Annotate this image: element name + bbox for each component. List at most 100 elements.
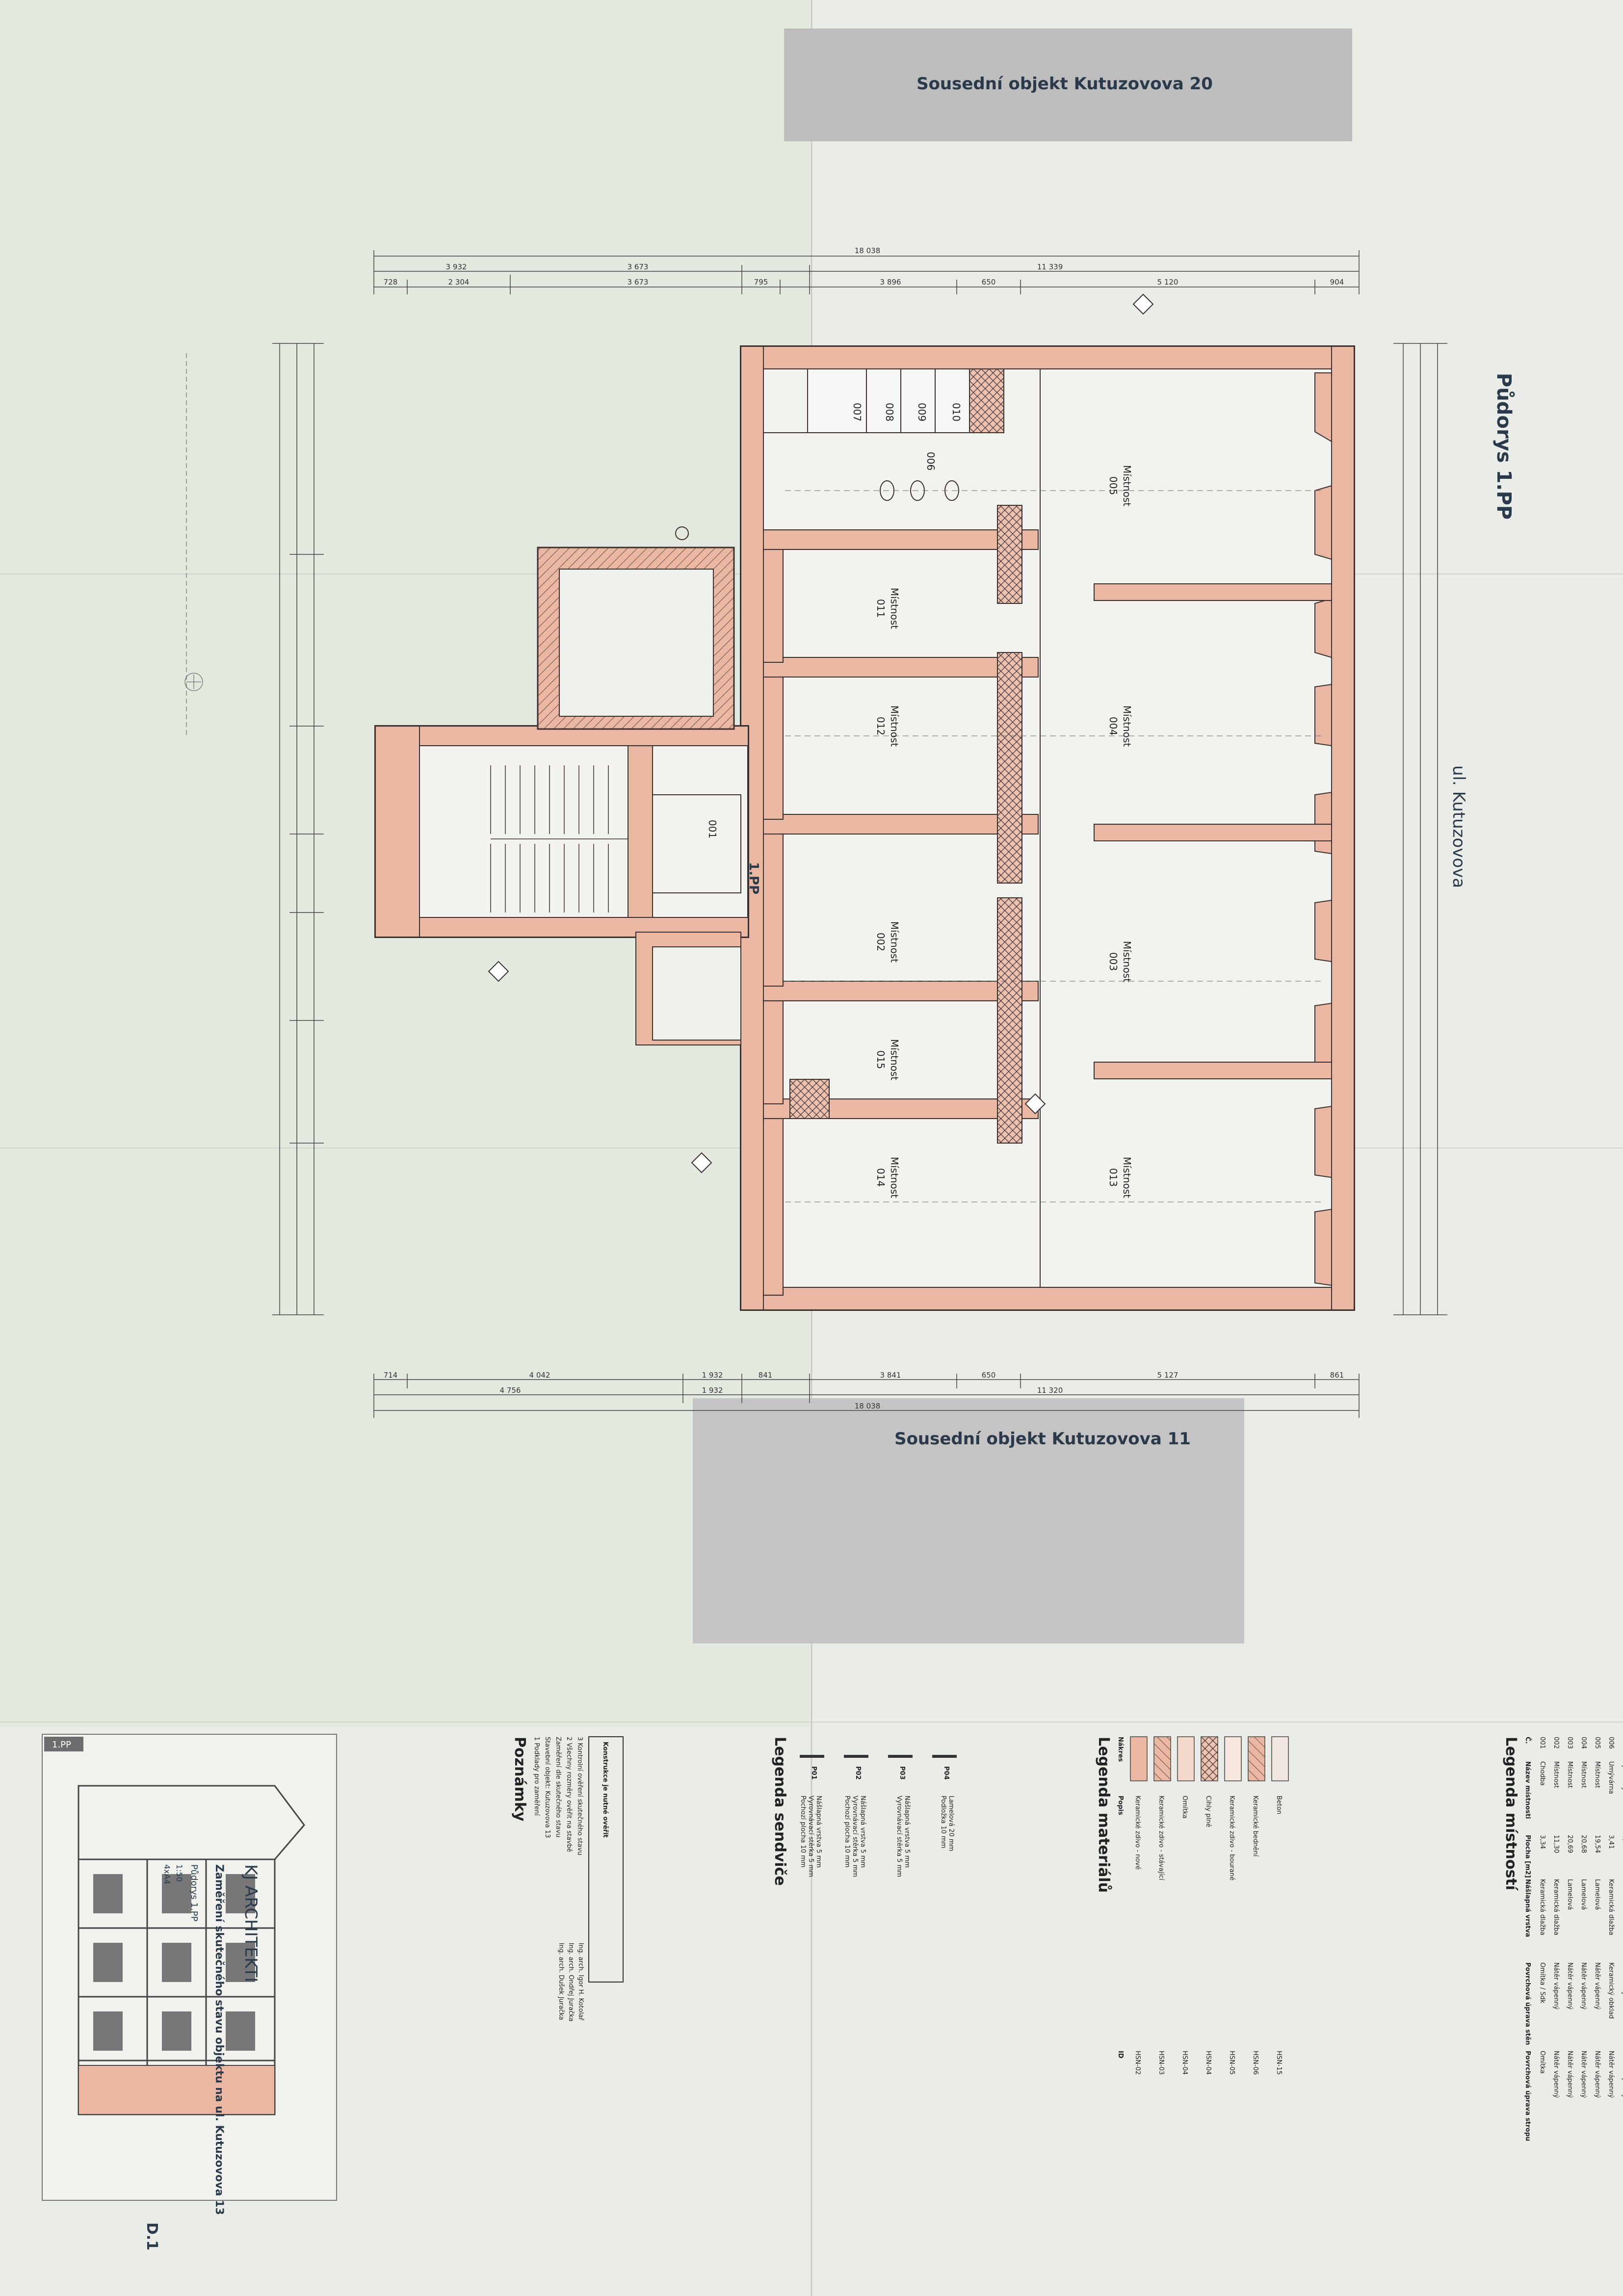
column-hatched (789, 1079, 830, 1119)
bottom-part-dim-6: 650 (982, 1371, 996, 1380)
wall-right (1331, 346, 1355, 1310)
note-line: Stavební objekt: Kutuzovova 13 (544, 1737, 551, 1838)
room-legend-cell: Keramická dlažba (1621, 1879, 1623, 1935)
sandwich-line: Nášlapná vrstva 5 mm (815, 1796, 822, 1868)
room-legend-cell: 3,41 (1607, 1835, 1615, 1849)
sandwich-code: P02 (854, 1766, 862, 1780)
room-003-id: 003 (1107, 952, 1119, 971)
room-legend-header: Plocha [m2] (1524, 1835, 1531, 1878)
room-003-name: Místnost (1121, 941, 1133, 982)
room-legend-cell: 003 (1566, 1737, 1573, 1749)
room-legend-cell: Lamelová (1580, 1879, 1587, 1910)
room-legend-cell: Keramický obklad (1607, 1962, 1615, 2019)
right-dimension-chain (1393, 343, 1447, 1315)
legend-rooms-title: Legenda místností (1502, 1737, 1519, 1891)
material-swatch (1130, 1736, 1148, 1781)
title-block-details: KJ ARCHITEKTI Zaměření skutečného stavu … (162, 1864, 261, 2215)
room-legend-cell: Omítka / Sdk (1539, 1962, 1546, 2004)
bottom-part-dim-8: 861 (1330, 1371, 1344, 1380)
top-sub-dim-3: 11 339 (1037, 262, 1063, 271)
room-legend-cell: 11,30 (1552, 1835, 1560, 1853)
material-swatch (1153, 1736, 1171, 1781)
room-legend-cell: Nátěr vápenný (1594, 2051, 1601, 2098)
room-legend-cell: 0,87 (1621, 1835, 1623, 1849)
room-008-id: 008 (884, 403, 895, 421)
room-009-id: 009 (916, 403, 928, 421)
neighbor-bottom-label: Sousední objekt Kutuzovova 11 (894, 1429, 1191, 1449)
neighbor-banner-top (784, 28, 1352, 141)
section-marker (488, 293, 1154, 1174)
room-legend-cell: Místnost (1566, 1761, 1573, 1788)
room-legend-cell: 005 (1594, 1737, 1601, 1749)
top-sub-dim-1: 3 932 (446, 262, 467, 271)
material-desc: Beton (1275, 1796, 1283, 1814)
room-011-id: 011 (875, 599, 887, 618)
room-legend-cell: Sprchový kout (1621, 1761, 1623, 1807)
drawing-scale: 1:50 (175, 1864, 184, 1882)
bottom-dimension-chain (373, 1374, 1360, 1418)
street-label: ul. Kutuzovova (1449, 765, 1468, 888)
room-legend-header: Povrchová úprava stěn (1524, 1962, 1531, 2045)
top-part-dim-6: 650 (982, 278, 996, 287)
stair-treads (490, 765, 628, 913)
legend-sandwich-title: Legenda sendviče (771, 1737, 788, 1886)
person-1: Ing. arch. Igor H. Kotolař (577, 1943, 584, 2021)
legend-rooms: Legenda místností Č.Název místnostiPloch… (1502, 1737, 1623, 2141)
bottom-part-dim-3: 1 932 (702, 1371, 723, 1380)
material-id: HSN-04 (1181, 2051, 1188, 2075)
room-legend-cell: Lamelová (1566, 1879, 1573, 1910)
room-legend-cell: Nátěr vápenný (1552, 1962, 1560, 2010)
neighbor-top-label: Sousední objekt Kutuzovova 20 (916, 74, 1213, 94)
drain-icon (675, 526, 689, 540)
room-004-id: 004 (1107, 717, 1119, 735)
room-legend-cell: Umývárna (1607, 1761, 1615, 1794)
corridor (652, 794, 741, 893)
room-legend-cell: Nátěr vápenný (1580, 2051, 1587, 2098)
notes-boxed-text: Konstrukce je nutné ověřit (602, 1742, 609, 1838)
room-legend-cell: Chodba (1539, 1761, 1546, 1786)
room-legend-cell: Keramická dlažba (1539, 1879, 1546, 1935)
room-006-id: 006 (925, 452, 937, 470)
stair-core-wall-left (375, 726, 420, 938)
thumbnail-floor-label: 1.PP (52, 1740, 71, 1750)
room-014-id: 014 (875, 1168, 887, 1187)
bottom-part-dim-1: 714 (384, 1371, 398, 1380)
material-swatch (1248, 1736, 1265, 1781)
room-legend-cell: Místnost (1594, 1761, 1601, 1788)
bottom-sub-dim-3: 11 320 (1037, 1386, 1063, 1395)
material-swatch (1201, 1736, 1218, 1781)
material-desc: Keramické zdivo - stávající (1157, 1796, 1165, 1880)
room-legend-cell: Nátěr vápenný (1594, 1962, 1601, 2010)
bottom-total-dim: 18 038 (855, 1402, 881, 1410)
sandwich-line: Pochozí plocha 10 mm (843, 1796, 851, 1868)
material-legend-header: Nákres (1117, 1737, 1124, 1762)
room-legend-header: Název místnosti (1524, 1761, 1531, 1819)
room-legend-cell: Místnost (1552, 1761, 1560, 1788)
room-013-name: Místnost (1121, 1157, 1133, 1198)
sheet-number: D.1 (143, 2222, 160, 2250)
notes-box (588, 1736, 624, 1983)
room-legend-header: Povrchová úprava stropu (1524, 2051, 1531, 2141)
wall-bottom (740, 1287, 1355, 1310)
material-id: HSN-06 (1252, 2051, 1259, 2075)
room-002-name: Místnost (889, 921, 900, 963)
sandwich-line: Nášlapná vrstva 5 mm (859, 1796, 866, 1868)
room-legend-cell: 19,54 (1594, 1835, 1601, 1853)
room-legend-cell: 004 (1580, 1737, 1587, 1749)
top-dimension-chain (373, 250, 1360, 294)
bottom-sub-dim-1: 4 756 (500, 1386, 521, 1395)
sandwich-line: Podložka 10 mm (940, 1796, 947, 1848)
lower-annex (652, 946, 741, 1041)
room-legend-cell: 001 (1539, 1737, 1546, 1749)
material-id: HSN-05 (1228, 2051, 1235, 2075)
top-part-dim-1: 728 (384, 278, 398, 287)
material-id: HSN-03 (1157, 2051, 1165, 2075)
bottom-part-dim-2: 4 042 (529, 1371, 550, 1380)
legend-materials-title: Legenda materiálů (1095, 1737, 1113, 1893)
room-legend-cell: 007 (1621, 1737, 1623, 1749)
sandwich-code: P03 (898, 1766, 906, 1780)
bottom-part-dim-5: 3 841 (880, 1371, 901, 1380)
